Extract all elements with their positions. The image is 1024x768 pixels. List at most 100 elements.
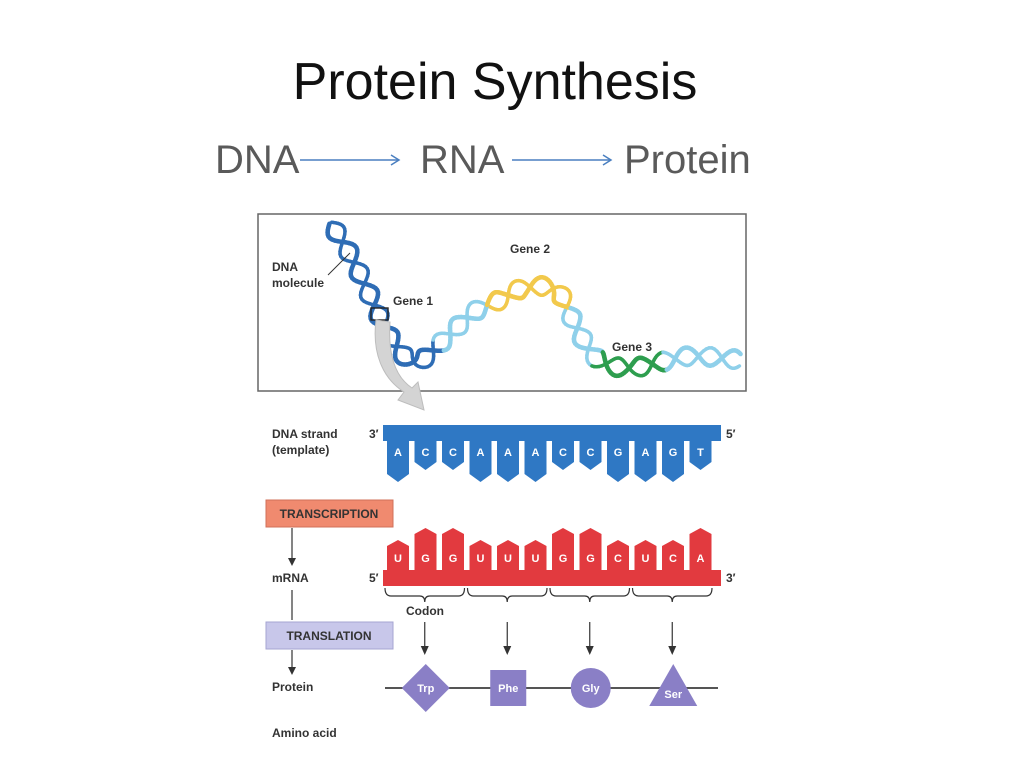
flow-arrow-1 [300,154,401,166]
dna-base-letter: T [697,447,704,459]
dna-base-letter: G [614,447,623,459]
dna-base-letter: A [642,447,650,459]
codon-brace [466,587,548,603]
mrna-base-letter: G [559,553,568,565]
mrna-base-letter: U [642,553,650,565]
transcription-box [265,499,394,528]
dna-base-letter: C [587,447,595,459]
dna-base: C [579,441,602,470]
mrna-base-letter: C [614,553,622,565]
mrna-backbone [383,570,721,586]
dna-base: T [689,441,712,470]
dna-molecule-pointer [327,252,351,276]
dna-base-letter: G [669,447,678,459]
dna-base: A [387,441,409,482]
flow-protein: Protein [624,138,751,182]
dna-base: A [524,441,547,482]
mrna-3-prime: 3′ [726,571,736,585]
dna-molecule-label-1: DNA [272,260,298,274]
flow-row: DNA RNA Protein [0,0,1024,200]
dna-base: G [607,441,629,482]
codon-label: Codon [406,604,444,618]
mrna-base-letter: U [504,553,512,565]
amino-acid-phe: Phe [490,670,527,706]
mrna-base: G [442,528,464,570]
codon-arrow [668,646,677,655]
dna-base: A [497,441,519,482]
amino-acid-ser: Ser [649,664,698,706]
mrna-base: U [497,540,519,570]
mrna-base-letter: G [586,553,595,565]
dna-strand-label-2: (template) [272,443,329,457]
codon-braces [384,587,713,655]
mrna-base: U [634,540,657,570]
dna-strand-label-1: DNA strand [272,427,338,441]
amino-acid-label: Amino acid [272,726,337,740]
dna-base-letter: C [449,447,457,459]
codon-arrow [503,646,512,655]
mrna-base: U [387,540,409,570]
dna-base-letter: A [394,447,402,459]
mrna-base: G [552,528,574,570]
dna-base-letter: C [559,447,567,459]
gene3-label: Gene 3 [612,340,652,354]
amino-acid-trp: Trp [401,664,450,712]
mrna-base-letter: C [669,553,677,565]
arrow-to-protein [288,667,296,675]
mrna-base-letter: U [394,553,402,565]
dna-base: A [469,441,492,482]
dna-3-prime: 3′ [369,427,379,441]
codon-arrow [585,646,594,655]
dna-base-letter: A [532,447,540,459]
dna-base: G [662,441,684,482]
mrna-base-letter: A [697,553,705,565]
translation-label: TRANSLATION [286,629,371,643]
dna-5-prime: 5′ [726,427,736,441]
dna-base: C [414,441,437,470]
codon-arrow [420,646,429,655]
gene2-label: Gene 2 [510,242,550,256]
mrna-base: G [579,528,602,570]
zoom-arrow [374,319,425,411]
slide-title: Protein Synthesis [292,53,698,111]
dna-molecule-panel: DNA molecule Gene 1 Gene 2 Gene 3 [257,213,747,392]
mrna-base: U [469,540,492,570]
amino-acid-name: Phe [498,683,518,695]
mrna-base: C [607,540,629,570]
mrna-5-prime: 5′ [369,571,379,585]
flow-arrows [300,154,613,166]
mrna-base: U [524,540,547,570]
process-column: TRANSCRIPTION mRNA TRANSLATION Protein [265,499,394,694]
dna-backbone [383,425,721,441]
dna-molecule-label-2: molecule [272,276,324,290]
transcription-label: TRANSCRIPTION [280,507,379,521]
mrna-base-letter: U [532,553,540,565]
dna-base-letter: A [477,447,485,459]
flow-rna: RNA [420,138,505,182]
amino-acid-name: Ser [664,689,682,701]
protein-label: Protein [272,680,313,694]
flow-arrow-2 [512,154,613,166]
mrna-base-letter: G [421,553,430,565]
gene1-label: Gene 1 [393,294,433,308]
mrna-base-letter: G [449,553,458,565]
mrna-base: C [662,540,684,570]
amino-acid-gly: Gly [570,668,611,708]
dna-base: A [634,441,657,482]
codon-brace [631,587,713,603]
amino-acid-name: Gly [582,683,601,695]
mrna-base: G [414,528,437,570]
translation-box [265,621,394,650]
flow-dna: DNA [215,138,300,182]
dna-helix [325,220,743,379]
mrna-label: mRNA [272,571,309,585]
codon-brace [384,587,466,603]
dna-base-letter: A [504,447,512,459]
dna-base: C [552,441,574,470]
codon-brace [549,587,631,603]
